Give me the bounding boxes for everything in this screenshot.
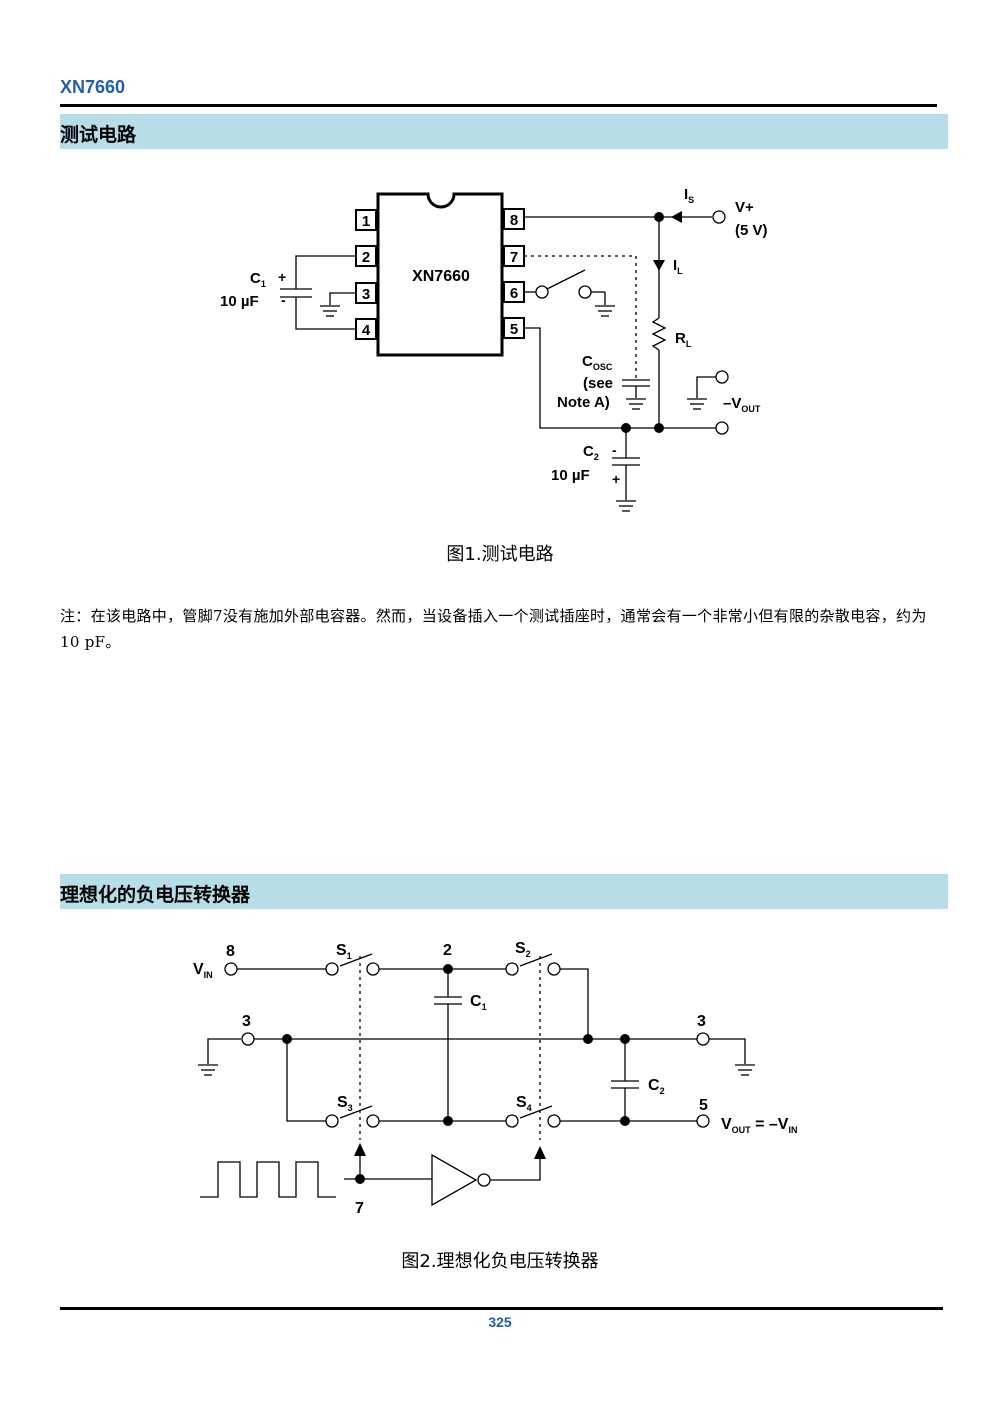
svg-text:S3: S3	[337, 1094, 353, 1113]
pin-3-right-label: 3	[697, 1013, 706, 1030]
pin-5: 5	[510, 321, 518, 338]
pin-2-label: 2	[443, 942, 452, 959]
pin-7-label: 7	[355, 1200, 364, 1217]
c2-value: 10 µF	[551, 467, 590, 484]
chip-label: XN7660	[412, 268, 470, 285]
document-title: XN7660	[60, 77, 126, 97]
svg-text:RL: RL	[675, 330, 692, 349]
figure-ideal-converter: VIN 8 S1 2 S2 C1 3 3 C2 S3 S4 5 VOUT = –…	[193, 940, 797, 1217]
vplus-label: V+	[735, 199, 754, 216]
svg-text:C2: C2	[583, 443, 599, 462]
c1-value: 10 µF	[220, 293, 259, 310]
svg-text:(see: (see	[583, 375, 613, 392]
page-number: 325	[488, 1314, 512, 1330]
section-heading-ideal-converter: 理想化的负电压转换器	[60, 874, 948, 909]
section-title: 理想化的负电压转换器	[60, 884, 251, 906]
pin-6: 6	[510, 285, 518, 302]
svg-text:S1: S1	[336, 942, 352, 961]
svg-text:C1: C1	[250, 270, 266, 289]
figure1-caption: 图1.测试电路	[446, 544, 554, 565]
svg-text:+: +	[278, 269, 286, 285]
svg-text:Note A): Note A)	[557, 394, 610, 411]
pin-3-left-label: 3	[242, 1013, 251, 1030]
svg-text:IS: IS	[684, 186, 694, 205]
footer-rule	[60, 1307, 943, 1310]
header-rule	[60, 104, 937, 107]
pin-7: 7	[510, 249, 518, 266]
svg-text:+: +	[612, 471, 620, 487]
svg-text:S4: S4	[516, 1094, 532, 1113]
svg-text:VIN: VIN	[193, 961, 213, 980]
pin-1: 1	[362, 213, 370, 230]
svg-text:-: -	[612, 442, 617, 458]
svg-text:-: -	[281, 292, 286, 308]
section-title: 测试电路	[60, 124, 137, 146]
figure-test-circuit: 1 2 3 4 8 7 6 5 XN7660 C1 10 µF + - IS V…	[220, 186, 768, 512]
note-paragraph: 注：在该电路中，管脚7没有施加外部电容器。然而，当设备插入一个测试插座时，通常会…	[60, 607, 927, 651]
svg-text:COSC: COSC	[582, 353, 613, 372]
svg-text:S2: S2	[515, 940, 531, 959]
svg-text:VOUT = –VIN: VOUT = –VIN	[721, 1116, 797, 1135]
pin-4: 4	[362, 322, 371, 339]
svg-text:IL: IL	[673, 257, 683, 276]
pin-5-label: 5	[699, 1097, 708, 1114]
svg-text:C2: C2	[648, 1077, 665, 1096]
pin-2: 2	[362, 249, 370, 266]
pin-8-label: 8	[226, 943, 235, 960]
vplus-value: (5 V)	[735, 222, 768, 239]
section-heading-test-circuit: 测试电路	[60, 114, 948, 149]
pin-8: 8	[510, 212, 518, 229]
svg-text:C1: C1	[470, 993, 487, 1012]
figure2-caption: 图2.理想化负电压转换器	[401, 1251, 599, 1272]
pin-3: 3	[362, 286, 370, 303]
svg-text:–VOUT: –VOUT	[723, 395, 761, 414]
